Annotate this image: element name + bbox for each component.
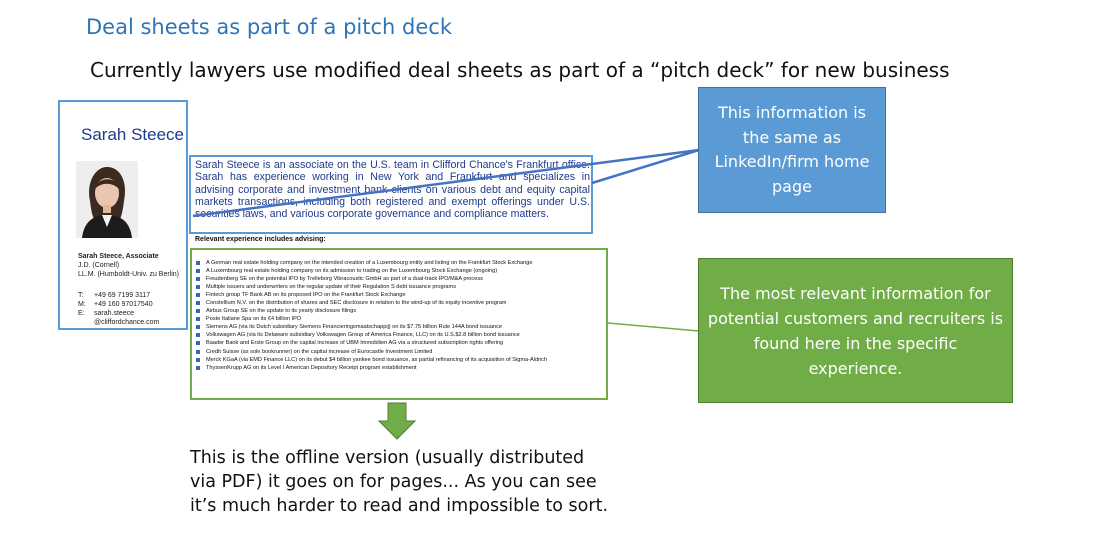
- slide-subtitle: Currently lawyers use modified deal shee…: [90, 58, 950, 82]
- profile-frame: [58, 100, 188, 330]
- experience-highlight-box: A German real estate holding company on …: [190, 248, 608, 400]
- callout-relevant-experience: The most relevant information for potent…: [698, 258, 1013, 403]
- email-2: @cliffordchance.com: [94, 319, 160, 326]
- experience-item-text: ThyssenKrupp AG on its Level I American …: [206, 364, 417, 371]
- bullet-square-icon: [196, 317, 200, 322]
- experience-item: Freudenberg SE on the potential IPO by T…: [196, 275, 547, 283]
- profile-photo: [76, 161, 138, 238]
- bullet-square-icon: [196, 349, 200, 354]
- bullet-square-icon: [196, 325, 200, 330]
- experience-item-text: A German real estate holding company on …: [206, 260, 533, 266]
- bullet-square-icon: [196, 309, 200, 314]
- degree-2: LL.M. (Humboldt-Univ. zu Berlin): [78, 271, 180, 278]
- contact-name: Sarah Steece, Associate: [78, 253, 159, 260]
- profile-contact: Sarah Steece, Associate J.D. (Cornell) L…: [78, 252, 179, 327]
- experience-item-text: Multiple issuers and underwriters on the…: [206, 284, 456, 291]
- mobile-row: M:+49 160 97017540: [78, 301, 153, 308]
- experience-item-text: Baader Bank and Erste Group on the capit…: [206, 340, 504, 347]
- experience-item-text: Credit Suisse (as sole bookrunner) on th…: [206, 348, 433, 355]
- connector-blue-top: [591, 148, 700, 185]
- experience-item-text: Siemens AG (via its Dutch subsidiary Sie…: [206, 324, 503, 331]
- mobile: +49 160 97017540: [94, 301, 153, 308]
- callout-green-text: The most relevant information for potent…: [707, 283, 1004, 378]
- bullet-square-icon: [196, 269, 200, 274]
- experience-item: Credit Suisse (as sole bookrunner) on th…: [196, 348, 547, 356]
- bullet-square-icon: [196, 293, 200, 298]
- experience-item: Constellium N.V. on the distribution of …: [196, 299, 547, 307]
- person-photo-icon: [76, 161, 138, 238]
- experience-item: Volkswagen AG (via its Delaware subsidia…: [196, 331, 547, 339]
- experience-list: A German real estate holding company on …: [196, 259, 547, 372]
- experience-item-text: Volkswagen AG (via its Delaware subsidia…: [206, 332, 520, 339]
- experience-item: A Luxembourg real estate holding company…: [196, 267, 547, 275]
- bullet-square-icon: [196, 365, 200, 370]
- experience-item-text: A Luxembourg real estate holding company…: [206, 268, 498, 275]
- bullet-square-icon: [196, 333, 200, 338]
- bullet-square-icon: [196, 285, 200, 290]
- experience-item: Poste Italiane Spa on its €4 billion IPO: [196, 315, 547, 323]
- experience-item-text: Poste Italiane Spa on its €4 billion IPO: [206, 316, 302, 323]
- experience-item: A German real estate holding company on …: [196, 259, 547, 267]
- email-row: E:sarah.steece: [78, 310, 135, 317]
- experience-item-text: Freudenberg SE on the potential IPO by T…: [206, 276, 483, 283]
- bio-highlight-box: [189, 155, 593, 234]
- email-1: sarah.steece: [94, 310, 135, 317]
- experience-item-text: Airbus Group SE on the update to its yea…: [206, 308, 357, 315]
- profile-name: Sarah Steece: [81, 125, 185, 144]
- experience-item: ThyssenKrupp AG on its Level I American …: [196, 364, 547, 372]
- experience-item-text: Constellium N.V. on the distribution of …: [206, 300, 507, 307]
- email-row-2: @cliffordchance.com: [78, 318, 179, 327]
- arrow-down-icon: [378, 402, 416, 440]
- experience-heading: Relevant experience includes advising:: [195, 236, 326, 243]
- callout-blue-text: This information is the same as LinkedIn…: [714, 103, 870, 196]
- experience-item: Multiple issuers and underwriters on the…: [196, 283, 547, 291]
- bullet-square-icon: [196, 357, 200, 362]
- experience-item: Siemens AG (via its Dutch subsidiary Sie…: [196, 323, 547, 331]
- experience-item-text: Fintech group TF Bank AB on its proposed…: [206, 292, 406, 299]
- offline-version-note: This is the offline version (usually dis…: [190, 448, 609, 516]
- phone-row: T:+49 69 7199 3117: [78, 292, 151, 299]
- slide-title: Deal sheets as part of a pitch deck: [86, 15, 452, 39]
- bullet-square-icon: [196, 341, 200, 346]
- experience-item: Fintech group TF Bank AB on its proposed…: [196, 291, 547, 299]
- experience-item: Baader Bank and Erste Group on the capit…: [196, 339, 547, 347]
- experience-item: Merck KGaA (via EMD Finance LLC) on its …: [196, 356, 547, 364]
- bullet-square-icon: [196, 301, 200, 306]
- bullet-square-icon: [196, 261, 200, 266]
- connector-green: [607, 322, 700, 332]
- experience-item: Airbus Group SE on the update to its yea…: [196, 307, 547, 315]
- degree-1: J.D. (Cornell): [78, 262, 120, 269]
- phone: +49 69 7199 3117: [94, 292, 151, 299]
- callout-linkedin-info: This information is the same as LinkedIn…: [698, 87, 886, 213]
- bullet-square-icon: [196, 277, 200, 282]
- experience-item-text: Merck KGaA (via EMD Finance LLC) on its …: [206, 356, 548, 363]
